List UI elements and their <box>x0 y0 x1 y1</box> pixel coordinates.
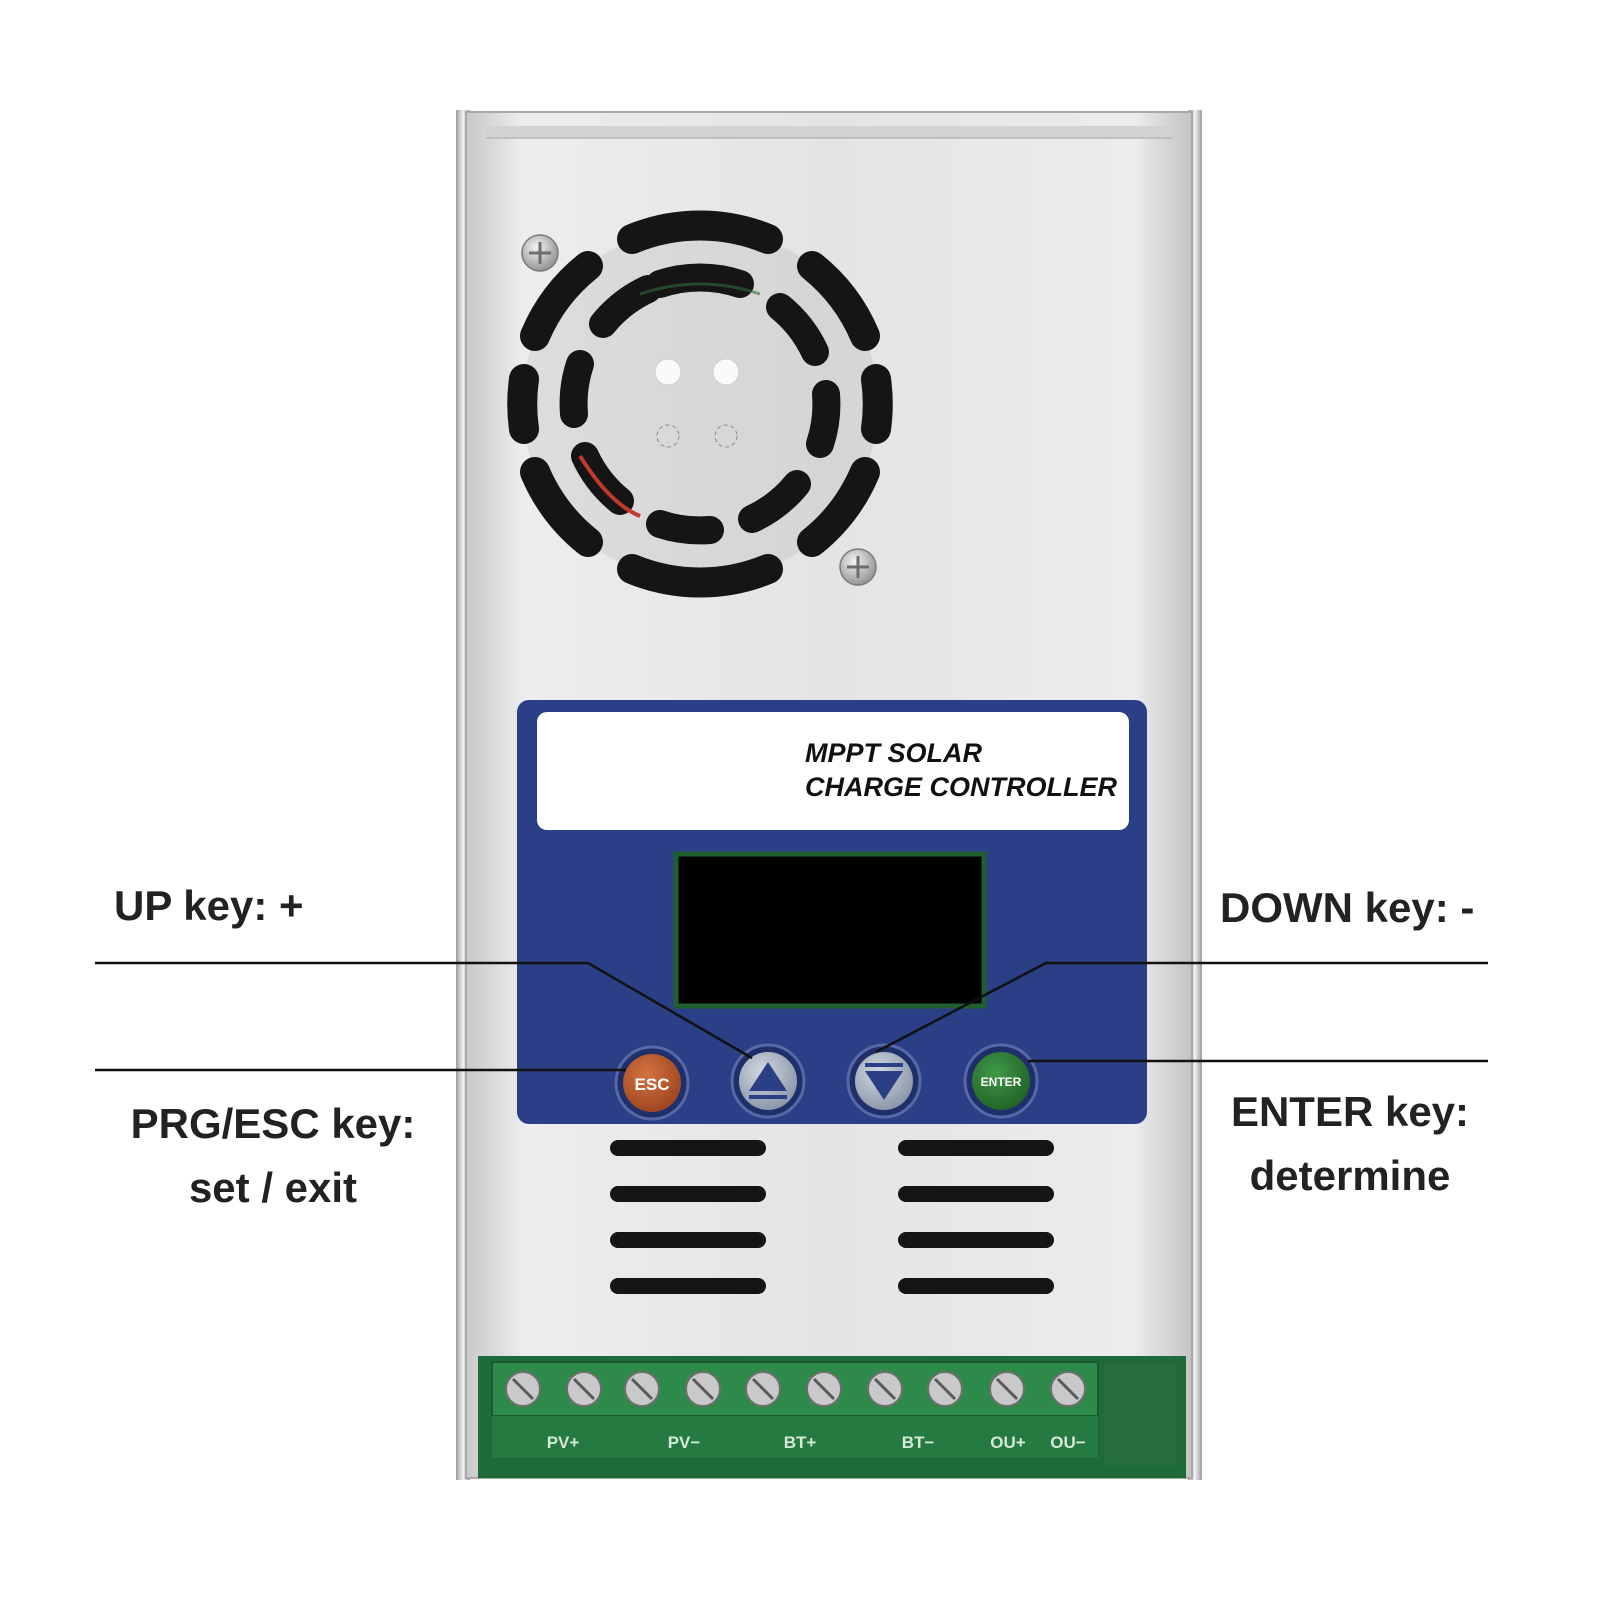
terminal-block <box>478 1356 1186 1478</box>
terminal-screw-slot <box>691 1377 715 1401</box>
callout-lines <box>95 961 1488 1072</box>
product-label-line2: CHARGE CONTROLLER <box>805 772 1117 802</box>
lcd-display <box>673 851 987 1009</box>
vent-slots <box>610 1140 1054 1294</box>
terminal-screw-slot <box>751 1377 775 1401</box>
enter-button[interactable]: ENTER <box>963 1043 1039 1119</box>
callout-esc-key-desc: set / exit <box>189 1164 357 1211</box>
callout-enter-key-desc: determine <box>1250 1152 1451 1199</box>
callout-enter-key-title: ENTER key: <box>1231 1088 1469 1135</box>
arrow-up-icon <box>749 1062 787 1091</box>
control-panel: MPPT SOLAR CHARGE CONTROLLER <box>517 700 1147 1124</box>
terminal-label: OU+ <box>990 1433 1026 1452</box>
down-button[interactable] <box>846 1043 922 1119</box>
terminal-label: OU− <box>1050 1433 1086 1452</box>
enter-button-label: ENTER <box>981 1075 1022 1089</box>
terminal-screw-slot <box>933 1377 957 1401</box>
terminal-screw-slot <box>995 1377 1019 1401</box>
esc-button[interactable]: ESC <box>614 1045 690 1121</box>
esc-button-label: ESC <box>635 1075 670 1094</box>
callout-down-key: DOWN key: - <box>1220 884 1474 931</box>
callout-up-key: UP key: + <box>114 882 304 929</box>
terminal-screw-slot <box>630 1377 654 1401</box>
terminal-screw-slot <box>1056 1377 1080 1401</box>
terminal-label: PV− <box>668 1433 701 1452</box>
callout-esc-key-title: PRG/ESC key: <box>131 1100 416 1147</box>
terminal-screw-slot <box>873 1377 897 1401</box>
up-button[interactable] <box>730 1043 806 1119</box>
terminal-screw-slot <box>511 1377 535 1401</box>
product-label-line1: MPPT SOLAR <box>805 738 983 768</box>
casing-screw <box>839 548 877 586</box>
terminal-screw-slot <box>812 1377 836 1401</box>
fan-grille <box>507 210 893 598</box>
terminal-label: BT− <box>902 1433 935 1452</box>
terminal-label: PV+ <box>547 1433 580 1452</box>
casing-screw <box>521 234 559 272</box>
terminal-label: BT+ <box>784 1433 817 1452</box>
terminal-labels: PV+ PV− BT+ BT− OU+ OU− <box>547 1433 1086 1452</box>
arrow-down-icon <box>865 1071 903 1100</box>
terminal-screws <box>505 1371 1086 1407</box>
terminal-screw-slot <box>572 1377 596 1401</box>
